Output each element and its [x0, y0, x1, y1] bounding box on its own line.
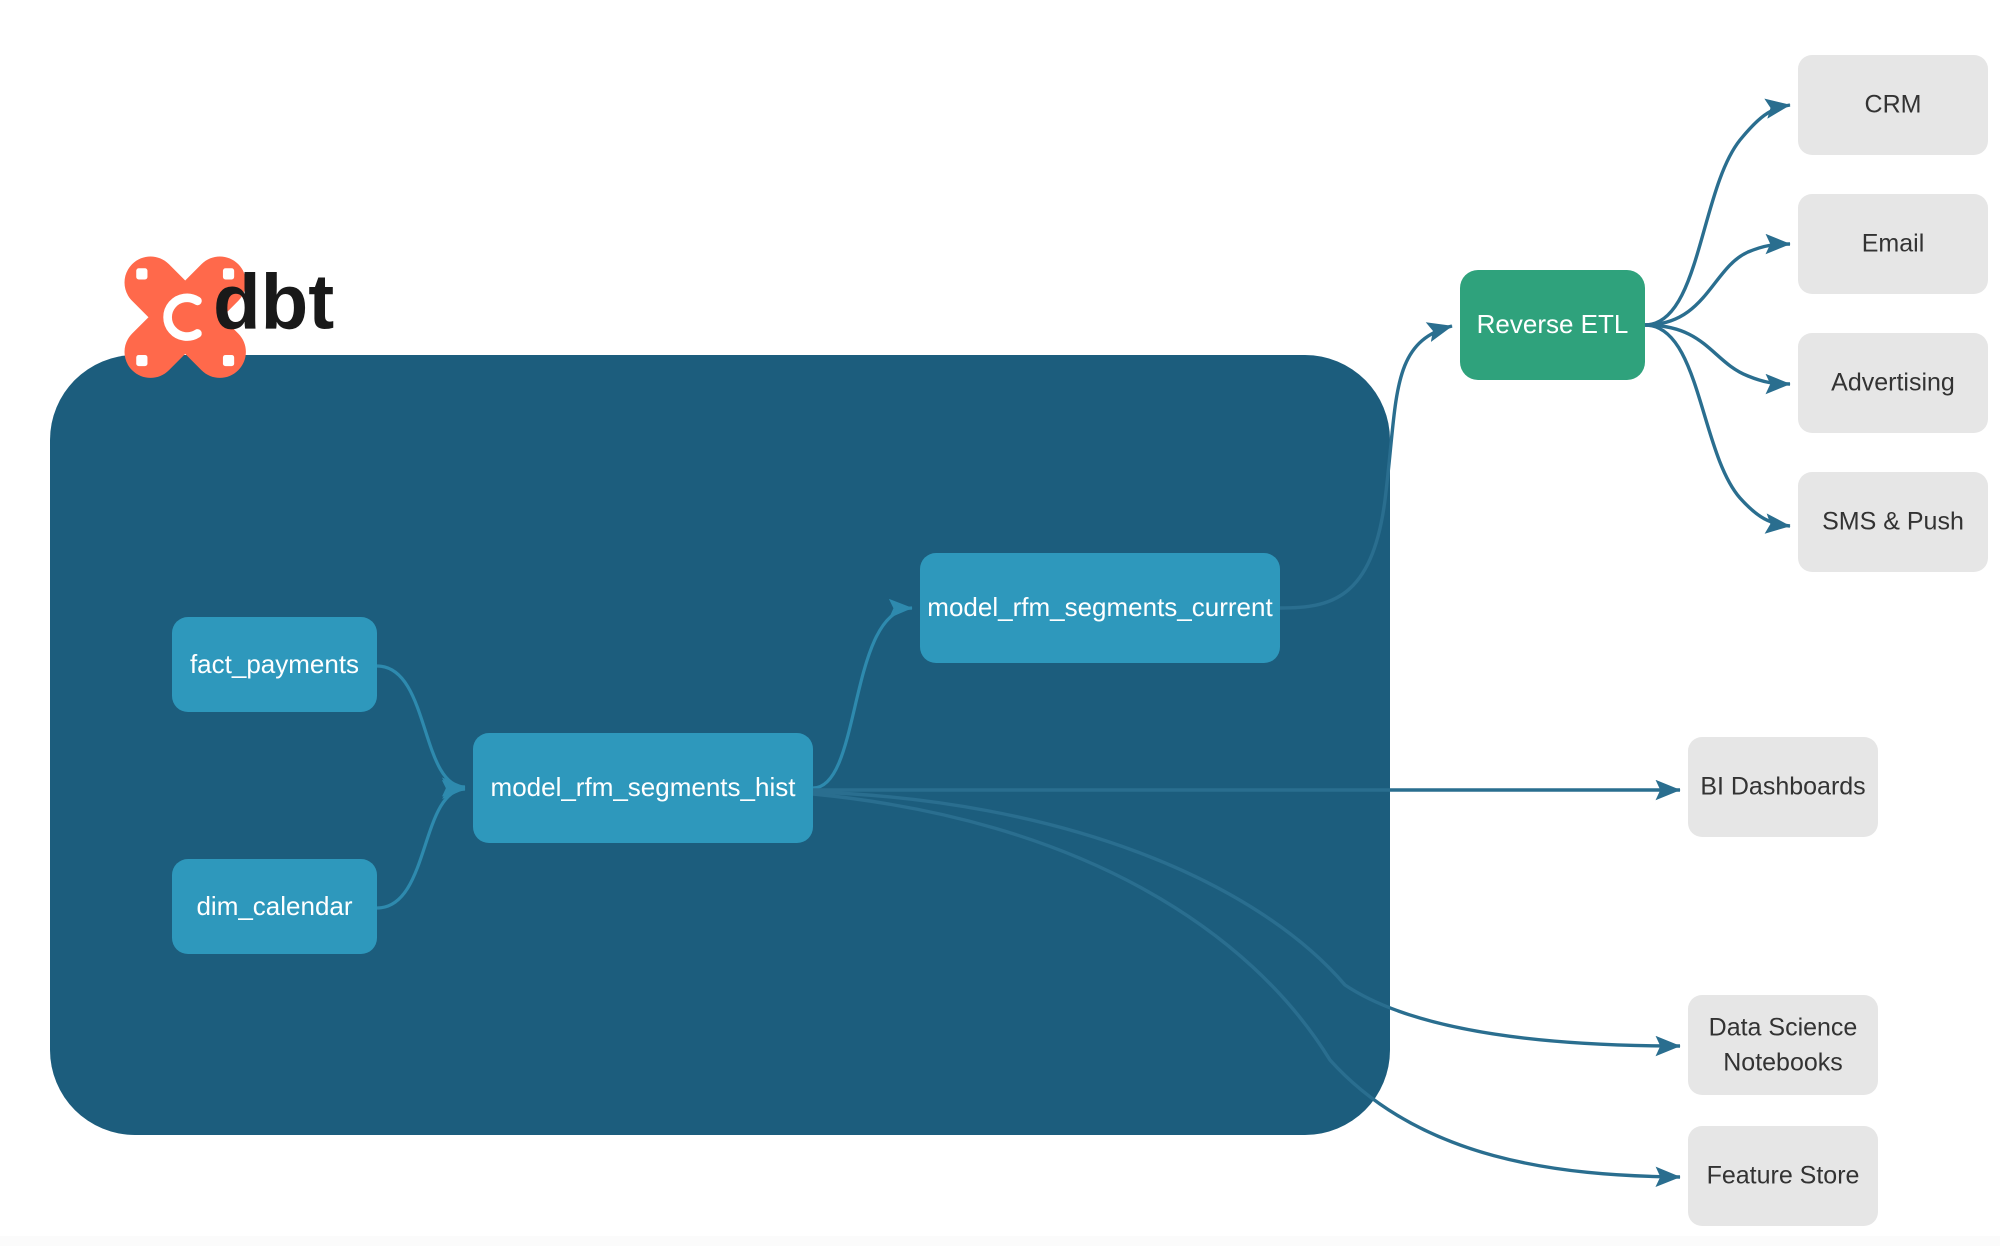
destination-node-feature-store[interactable]: Feature Store: [1688, 1126, 1878, 1226]
model-node-label: dim_calendar: [196, 891, 352, 921]
model-node-label: fact_payments: [190, 649, 359, 679]
destination-nodes: CRM Email Advertising SMS & Push BI Dash…: [1688, 55, 1988, 1226]
model-node-model-rfm-segments-current[interactable]: model_rfm_segments_current: [920, 553, 1280, 663]
edge-reverse-etl-to-advertising: [1644, 323, 1791, 395]
destination-label: Feature Store: [1707, 1162, 1860, 1190]
reverse-etl-label: Reverse ETL: [1477, 309, 1629, 339]
inner-edges: [376, 598, 913, 910]
edge-reverse-etl-to-sms-push: [1644, 323, 1791, 534]
model-node-fact-payments[interactable]: fact_payments: [172, 617, 377, 712]
destination-node-data-science-notebooks[interactable]: Data Science Notebooks: [1688, 995, 1878, 1095]
dbt-brand: dbt: [124, 256, 334, 378]
destination-label: SMS & Push: [1822, 508, 1964, 536]
model-node-label: model_rfm_segments_current: [927, 592, 1273, 622]
destination-label-line2: Notebooks: [1723, 1049, 1843, 1077]
destination-label: Email: [1862, 230, 1925, 258]
edge-hist-to-current: [812, 598, 913, 790]
destination-node-email[interactable]: Email: [1798, 194, 1988, 294]
outer-edges: [812, 98, 1791, 1187]
model-nodes: fact_payments dim_calendar model_rfm_seg…: [172, 553, 1280, 954]
edge-reverse-etl-to-email: [1644, 233, 1791, 327]
edge-dim-to-hist: [376, 779, 466, 910]
destination-node-advertising[interactable]: Advertising: [1798, 333, 1988, 433]
dbt-wordmark: dbt: [213, 258, 334, 346]
model-node-label: model_rfm_segments_hist: [491, 772, 797, 802]
edge-reverse-etl-to-crm: [1644, 98, 1791, 327]
destination-node-crm[interactable]: CRM: [1798, 55, 1988, 155]
destination-label-line1: Data Science: [1709, 1014, 1858, 1042]
destination-node-bi-dashboards[interactable]: BI Dashboards: [1688, 737, 1878, 837]
edge-hist-to-feature-store: [812, 792, 1681, 1187]
destination-label: Advertising: [1831, 369, 1955, 397]
destination-label: BI Dashboards: [1700, 773, 1865, 801]
destination-label: CRM: [1865, 91, 1922, 119]
model-node-dim-calendar[interactable]: dim_calendar: [172, 859, 377, 954]
edge-hist-to-notebooks: [812, 790, 1681, 1057]
model-node-model-rfm-segments-hist[interactable]: model_rfm_segments_hist: [473, 733, 813, 843]
dbt-logo-icon: [124, 256, 246, 378]
edge-current-to-reverse-etl: [1279, 322, 1453, 610]
reverse-etl-node[interactable]: Reverse ETL: [1460, 270, 1645, 380]
bottom-edge-band: [0, 1236, 2000, 1246]
destination-node-sms-push[interactable]: SMS & Push: [1798, 472, 1988, 572]
